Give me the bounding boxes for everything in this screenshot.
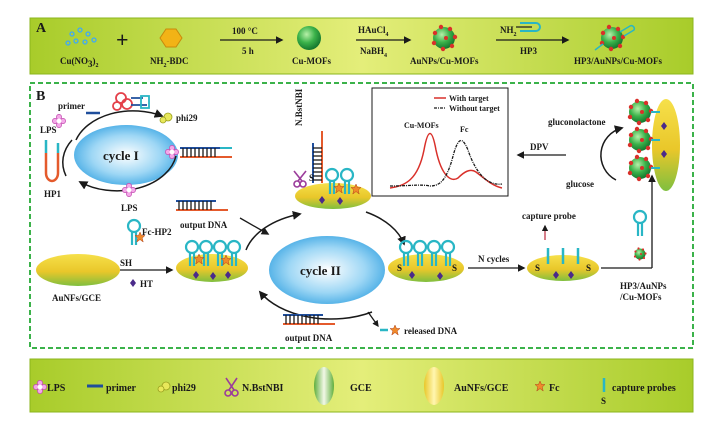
hp1-hairpin-icon <box>44 140 60 183</box>
hp1-label: HP1 <box>44 189 61 199</box>
scissors-icon <box>293 170 307 188</box>
product-mof-label: Cu-MOFs <box>292 56 331 66</box>
dpv-inset-frame <box>371 87 509 197</box>
cond-nabh-label: NaBH4 <box>360 46 387 59</box>
output-dna-one-label: output DNA <box>180 220 228 230</box>
with-target-curve <box>389 132 503 189</box>
without-target-curve <box>389 140 503 187</box>
legend-without-target-label: Without target <box>449 104 500 113</box>
s-label-5: S <box>586 263 591 273</box>
legend-capture-s-label: S <box>601 396 606 406</box>
cycle-one-arrow-top <box>75 109 164 141</box>
aptamer-complex-icon <box>112 92 150 111</box>
cond-time-label: 5 h <box>242 46 254 56</box>
plus-sign: + <box>116 27 129 52</box>
electrode-label: AuNFs/GCE <box>52 293 101 303</box>
product-final-label: HP3/AuNPs/Cu-MOFs <box>574 56 662 66</box>
peak-cu-mof-label: Cu-MOFs <box>404 121 439 130</box>
cycle-one-ellipse <box>74 125 178 185</box>
nbstnbi-label: N.BstNBI <box>294 88 304 126</box>
output-dna-two-label: output DNA <box>285 333 333 343</box>
sandwich-electrode <box>627 98 680 191</box>
capture-probe-label: capture probe <box>522 211 576 221</box>
elongated-dna-icon <box>179 147 233 158</box>
glucose-oxidation-arrow <box>600 125 624 181</box>
cycle-two-arrow-top-left <box>245 210 302 251</box>
dpv-label: DPV <box>530 142 549 152</box>
arrow-release <box>367 311 379 328</box>
cycle-two-ellipse <box>269 236 385 304</box>
cycle-two-label: cycle II <box>300 263 341 278</box>
legend-aunfs-icon <box>424 367 444 405</box>
lps-top-label: LPS <box>40 125 57 135</box>
fc-hp2-label: Fc-HP2 <box>142 227 172 237</box>
s-label-4: S <box>535 263 540 273</box>
ht-label: HT <box>140 279 153 289</box>
cond-nh2-label: NH2 <box>500 25 517 38</box>
hp3-hairpin-icon <box>516 22 541 32</box>
hp3-complex-label-line2: /Cu-MOFs <box>619 292 662 302</box>
cycle-two-arrow-top-right <box>365 211 406 246</box>
panel-a-letter: A <box>36 21 47 36</box>
cycle-one-label: cycle I <box>103 148 139 163</box>
bdc-hexagon-icon <box>159 28 183 48</box>
legend-gce-label: GCE <box>350 383 372 394</box>
legend-primer-label: primer <box>106 383 137 394</box>
hp3-aunps-cu-mof-icon <box>594 24 636 52</box>
legend-with-target-label: With target <box>449 94 489 103</box>
reagent-cu-label: Cu(NO3)2 <box>60 56 99 69</box>
cycle-one-arrow-left <box>62 139 73 177</box>
panel-b-letter: B <box>36 89 45 104</box>
cleavage-electrode <box>295 183 371 209</box>
aunfs-gce-electrode <box>36 254 120 286</box>
released-dna-label: released DNA <box>404 326 458 336</box>
cu-mof-sphere-icon <box>297 26 321 50</box>
legend-gce-icon <box>314 367 334 405</box>
legend-aunfs-label: AuNFs/GCE <box>454 383 509 394</box>
cu-nitrate-icon <box>65 27 97 46</box>
n-cycles-label: N cycles <box>478 254 510 264</box>
phi29-label: phi29 <box>176 113 198 123</box>
gluconolactone-label: gluconolactone <box>548 117 606 127</box>
cycle-two-arrow-bottom <box>258 290 373 320</box>
legend-bar: LPS primer phi29 N.BstNBI GCE AuNFs/GCE … <box>29 358 694 413</box>
phi29-icon <box>159 112 173 124</box>
legend-nbstnbi-label: N.BstNBI <box>242 383 284 394</box>
s-label-3: S <box>452 263 457 273</box>
product-aunp-label: AuNPs/Cu-MOFs <box>410 56 479 66</box>
cond-hp3-label: HP3 <box>520 46 537 56</box>
panel-a-background <box>29 17 694 75</box>
panel-b: B cycle I primer LPS phi29 <box>29 82 694 349</box>
capture-probe-electrode <box>527 255 599 281</box>
legend-lps-label: LPS <box>47 383 66 394</box>
capture-probe-strands <box>546 248 580 264</box>
dpv-inset: With target Without target Cu-MOFs Fc <box>371 87 509 197</box>
legend-phi29-icon <box>157 381 171 393</box>
cond-temp-label: 100 °C <box>232 26 258 36</box>
hp3-complex-label-line1: HP3/AuNPs <box>620 281 667 291</box>
legend-scissors-icon <box>224 377 239 397</box>
legend-bar-background <box>29 358 694 413</box>
sh-label: SH <box>120 258 132 268</box>
legend-fc-label: Fc <box>549 383 560 394</box>
panel-a: A Cu(NO3)2 + NH2-BDC 100 °C 5 h Cu-MOFs … <box>29 17 694 75</box>
s-label-2: S <box>397 263 402 273</box>
legend-phi29-label: phi29 <box>172 383 196 394</box>
lps-bottom-label: LPS <box>121 203 138 213</box>
s-label-1: S <box>309 173 314 183</box>
cycle-one-arrow-bottom <box>78 155 177 192</box>
reagent-bdc-label: NH2-BDC <box>150 56 189 69</box>
peak-fc-label: Fc <box>460 125 469 134</box>
glucose-label: glucose <box>566 179 594 189</box>
primer-label: primer <box>58 101 85 111</box>
cond-haucl-label: HAuCl4 <box>358 25 389 38</box>
arrow-output-to-electrode <box>239 217 270 235</box>
legend-capture-label: capture probes <box>612 383 676 394</box>
